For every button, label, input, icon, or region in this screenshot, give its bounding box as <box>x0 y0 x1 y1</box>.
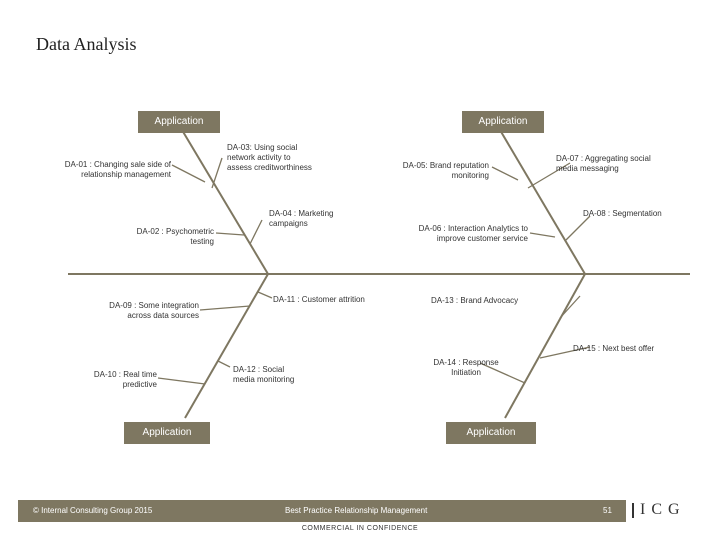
branch-da04 <box>249 219 263 245</box>
label-da11: DA-11 : Customer attrition <box>273 295 365 304</box>
rib-bottom-left <box>184 273 269 419</box>
application-box-top-right: Application <box>462 111 544 133</box>
branch-da02 <box>215 232 245 236</box>
label-da14: DA-14 : Response Initiation <box>433 358 499 377</box>
label-da12: DA-12 : Social media monitoring <box>233 365 295 384</box>
label-da15: DA-15 : Next best offer <box>573 344 655 353</box>
rib-top-left <box>181 129 269 275</box>
label-da05: DA-05: Brand reputation monitoring <box>402 161 489 180</box>
branch-da12 <box>217 360 231 368</box>
application-box-bottom-left: Application <box>124 422 210 444</box>
branch-da08 <box>565 215 591 241</box>
branch-da03 <box>211 157 223 189</box>
page-title: Data Analysis <box>36 34 137 54</box>
branch-da13 <box>559 295 581 319</box>
branch-da14 <box>479 362 526 384</box>
application-box-bottom-right: Application <box>446 422 536 444</box>
label-da06: DA-06 : Interaction Analytics to improve… <box>418 224 528 243</box>
rib-top-right <box>499 129 586 275</box>
label-da03: DA-03: Using social network activity to … <box>227 143 312 172</box>
application-box-top-left: Application <box>138 111 220 133</box>
confidentiality-notice: COMMERCIAL IN CONFIDENCE <box>301 525 419 532</box>
label-da13: DA-13 : Brand Advocacy <box>431 296 519 305</box>
footer-page-number: 51 <box>603 506 612 515</box>
branch-da07 <box>527 162 571 189</box>
branch-da06 <box>529 232 556 238</box>
branch-da09 <box>199 305 251 311</box>
branch-da11 <box>257 291 273 299</box>
label-da02: DA-02 : Psychometric testing <box>136 227 214 246</box>
label-da01: DA-01 : Changing sale side of relationsh… <box>64 160 171 179</box>
icg-logo: ICG <box>640 501 686 518</box>
footer-center-title: Best Practice Relationship Management <box>285 506 428 515</box>
logo-bar-icon <box>632 503 634 518</box>
branch-da05 <box>491 166 519 181</box>
footer-copyright: © Internal Consulting Group 2015 <box>33 506 153 515</box>
rib-bottom-right <box>504 273 586 419</box>
label-da04: DA-04 : Marketing campaigns <box>269 209 334 228</box>
label-da10: DA-10 : Real time predictive <box>93 370 157 389</box>
label-da07: DA-07 : Aggregating social media messagi… <box>556 154 651 173</box>
branch-da01 <box>171 164 206 183</box>
label-da09: DA-09 : Some integration across data sou… <box>109 301 199 320</box>
branch-da15 <box>539 346 591 359</box>
label-da08: DA-08 : Segmentation <box>583 209 662 218</box>
footer-bar <box>18 500 626 522</box>
branch-da10 <box>157 377 206 385</box>
